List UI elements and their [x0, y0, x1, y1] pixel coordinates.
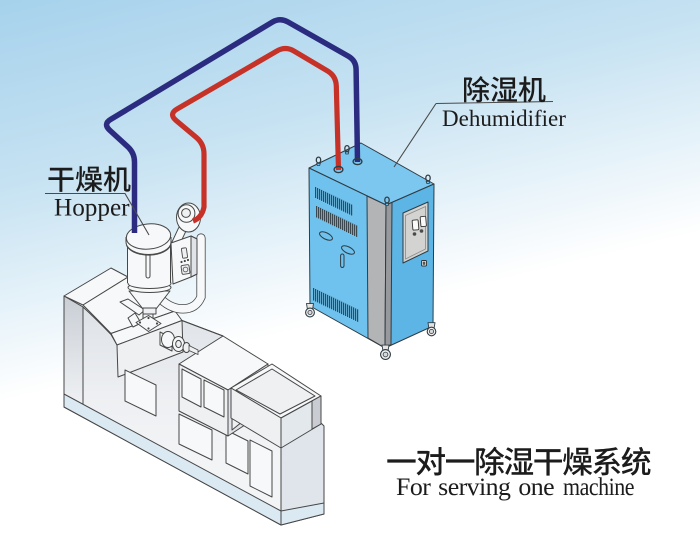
svg-text:machine: machine [563, 472, 634, 501]
svg-text:Dehumidifier: Dehumidifier [442, 106, 566, 131]
svg-text:Hopper: Hopper [54, 195, 130, 222]
svg-text:For serving one: For serving one [396, 472, 554, 501]
